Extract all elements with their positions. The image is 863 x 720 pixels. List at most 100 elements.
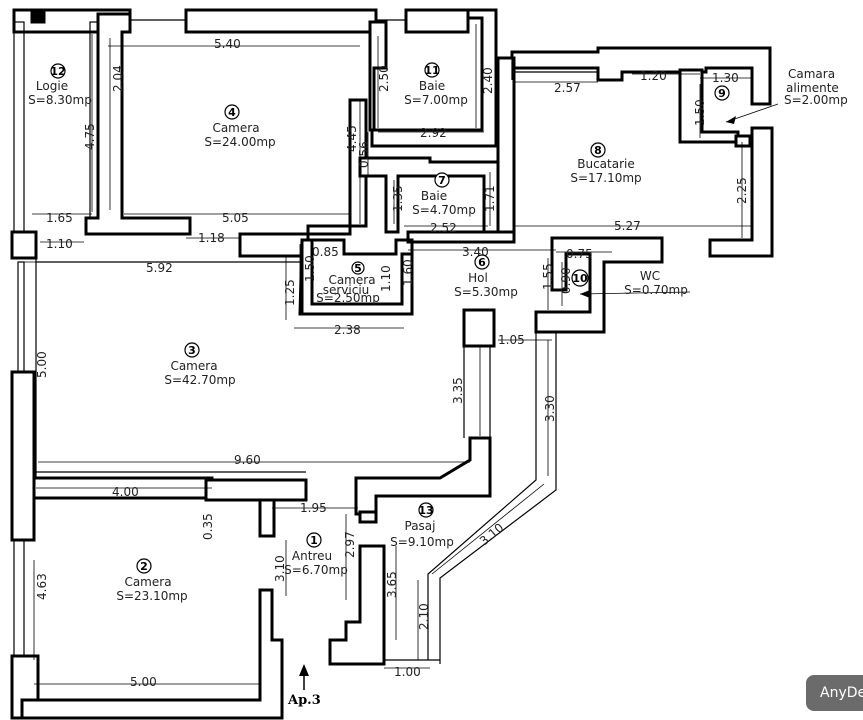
- wall-passage-top: [354, 436, 492, 516]
- wall-room4-left: [84, 12, 192, 236]
- room-area: S=8.30mp: [28, 93, 92, 107]
- dim-label: 1.50: [303, 255, 317, 282]
- room-name: Hol: [468, 271, 488, 285]
- dim-label: 5.00: [35, 351, 49, 378]
- room-number-badge: 2: [136, 558, 152, 574]
- room-name-line2: alimente: [786, 81, 839, 95]
- anydesk-label: AnyDesk: [820, 685, 863, 701]
- room-name: WC: [640, 269, 660, 283]
- svg-text:7: 7: [438, 174, 446, 187]
- dim-label: 1.25: [283, 279, 297, 306]
- dim-label: 0.90: [559, 267, 573, 294]
- dim-label: 1.71: [483, 185, 497, 212]
- svg-text:2: 2: [140, 560, 148, 573]
- wall-passage-jamb: [358, 510, 378, 524]
- room-area: S=24.00mp: [204, 135, 275, 149]
- room-area: S=9.10mp: [390, 535, 454, 549]
- room-area: S=2.50mp: [316, 291, 380, 305]
- wall-top-baie: [404, 8, 470, 34]
- dim-label: 5.05: [222, 211, 249, 225]
- dim-label: 2.40: [481, 67, 495, 94]
- dim-label: 3.10: [477, 520, 506, 548]
- dim-label: 1.55: [541, 263, 555, 290]
- dim-label: 3.35: [451, 377, 465, 404]
- svg-text:9: 9: [718, 87, 726, 100]
- walls: [10, 8, 774, 720]
- dim-label: 4.45: [345, 125, 359, 152]
- dim-label: 3.10: [273, 555, 287, 582]
- dimension-lines: [22, 24, 779, 685]
- room-area: S=42.70mp: [164, 373, 235, 387]
- arrow-up-icon: [299, 664, 309, 676]
- dim-label: 2.38: [334, 323, 361, 337]
- wall-room2-top-right: [204, 478, 308, 502]
- dim-label: 2.25: [735, 177, 749, 204]
- room-number-badge: 4: [224, 104, 240, 120]
- wall-left-lower: [13, 539, 25, 661]
- anydesk-tab[interactable]: AnyDesk: [806, 675, 863, 711]
- room-number-badge: 7: [434, 172, 450, 188]
- dim-label: 5.92: [146, 261, 173, 275]
- dim-label: 2.10: [417, 603, 431, 630]
- wall-hall-post: [462, 308, 496, 348]
- svg-text:13: 13: [418, 504, 433, 517]
- room-name-line2: serviciu: [323, 283, 370, 297]
- dim-label: 1.60: [401, 259, 415, 286]
- wall-corner-post: [30, 8, 46, 24]
- room-area: S=0.70mp: [624, 283, 688, 297]
- wall-top-mid: [184, 8, 378, 34]
- entrance-label: Ap.3: [287, 693, 321, 708]
- svg-text:11: 11: [424, 64, 439, 77]
- wall-kitchen-right: [708, 126, 774, 258]
- dim-label: 0.35: [201, 513, 215, 540]
- wall-hall-top: [406, 230, 516, 244]
- room-labels: 12 Logie S=8.30mp 4 Camera S=24.00mp 11 …: [28, 62, 848, 603]
- svg-text:6: 6: [478, 256, 486, 269]
- room-name: Camera: [212, 121, 259, 135]
- dim-label: 1.18: [198, 231, 225, 245]
- dim-label: 0.75: [566, 247, 593, 261]
- dimension-labels: 5.40 2.04 4.75 4.45 2.50 2.40 2.92 1.65 …: [35, 37, 749, 689]
- room-number-badge: 1: [306, 532, 322, 548]
- wall-left-main: [10, 370, 36, 542]
- dim-label: 1.00: [394, 665, 421, 679]
- room-area: S=5.30mp: [454, 285, 518, 299]
- wall-passage-left: [328, 544, 386, 666]
- svg-text:4: 4: [228, 106, 236, 119]
- room-area: S=7.00mp: [404, 93, 468, 107]
- room-number-badge: 11: [424, 62, 440, 78]
- passage-diag-inner: [439, 332, 557, 664]
- room-number-badge: 12: [50, 63, 66, 79]
- room-area: S=6.70mp: [284, 563, 348, 577]
- wall-pantry-jamb: [734, 134, 752, 148]
- room-area: S=17.10mp: [570, 171, 641, 185]
- wall-pantry: [678, 68, 740, 144]
- dim-label: 3.65: [385, 571, 399, 598]
- svg-text:5: 5: [354, 262, 362, 275]
- room-name: Bucatarie: [577, 157, 635, 171]
- dim-label: 5.40: [214, 37, 241, 51]
- dim-label: 5.27: [614, 219, 641, 233]
- room-number-badge: 5: [351, 261, 365, 275]
- room-number-badge: 10: [571, 269, 589, 287]
- room-name: Baie: [419, 79, 445, 93]
- dim-label: 1.05: [498, 333, 525, 347]
- dim-label: 1.35: [391, 185, 405, 212]
- dim-label: 4.63: [35, 573, 49, 600]
- dim-label: 0.56: [357, 141, 371, 168]
- dim-label: 1.50: [693, 99, 707, 126]
- dim-label: 0.85: [312, 245, 339, 259]
- dim-label: 1.10: [46, 237, 73, 251]
- room-number-badge: 3: [184, 342, 200, 358]
- dim-label: 2.50: [377, 65, 391, 92]
- room-number-badge: 6: [474, 254, 490, 270]
- wall-post-logia: [10, 230, 38, 260]
- svg-text:1: 1: [310, 534, 318, 547]
- room-number-badge: 9: [714, 85, 730, 101]
- room-name: Camera: [124, 575, 171, 589]
- room-name: Pasaj: [405, 519, 436, 533]
- room-area: S=23.10mp: [116, 589, 187, 603]
- dim-label: 1.95: [300, 501, 327, 515]
- wall-service-room-inner: [300, 238, 414, 316]
